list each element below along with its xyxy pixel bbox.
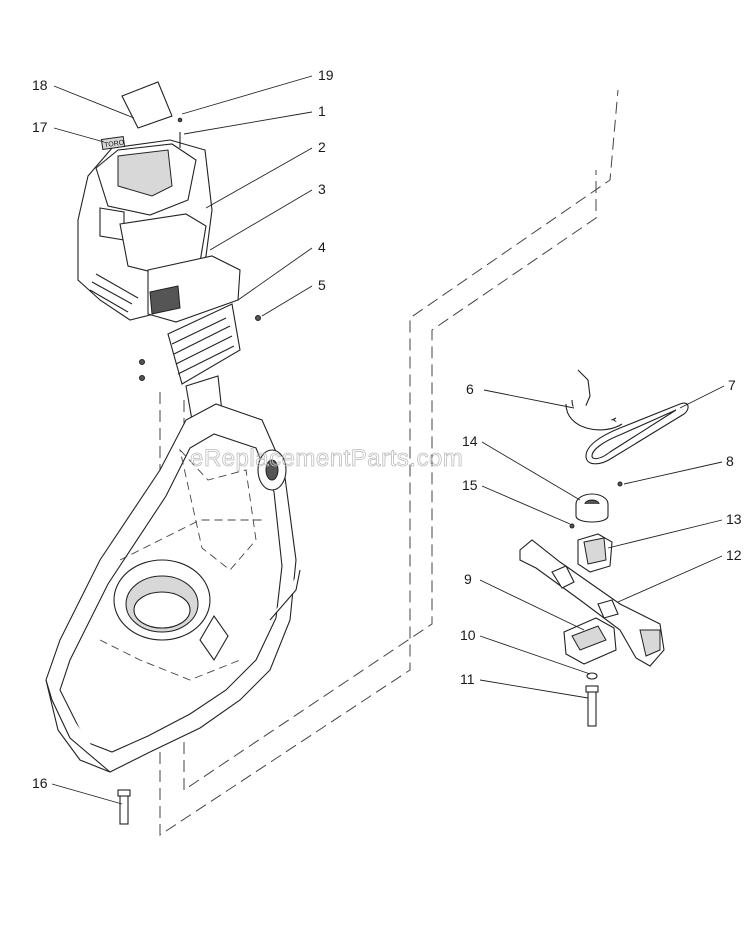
- callout-4: 4: [318, 239, 326, 255]
- callout-17: 17: [32, 119, 48, 135]
- callout-14: 14: [462, 433, 478, 449]
- callout-3: 3: [318, 181, 326, 197]
- engine-assembly: TORO: [77, 81, 261, 421]
- watermark-text: eReplacementParts.com: [190, 445, 463, 472]
- engine-logo-text: TORO: [104, 139, 125, 149]
- callout-13: 13: [726, 511, 742, 527]
- callout-leaders: [51, 75, 725, 805]
- callout-19: 19: [318, 67, 334, 83]
- callout-12: 12: [726, 547, 742, 563]
- callout-16: 16: [32, 775, 48, 791]
- callout-9: 9: [464, 571, 472, 587]
- callout-18: 18: [32, 77, 48, 93]
- callout-2: 2: [318, 139, 326, 155]
- callout-10: 10: [460, 627, 476, 643]
- bolt-16: [117, 789, 131, 825]
- callout-5: 5: [318, 277, 326, 293]
- callout-numbers: 18 19 17 1 2 3 4 5 6 7 14 8 15 13 12 9 1…: [32, 67, 742, 791]
- callout-1: 1: [318, 103, 326, 119]
- callout-15: 15: [462, 477, 478, 493]
- blade-drive-assembly: [519, 369, 689, 727]
- callout-11: 11: [460, 671, 475, 687]
- mower-deck: [45, 403, 301, 773]
- callout-8: 8: [726, 453, 734, 469]
- callout-7: 7: [728, 377, 736, 393]
- engine-fins: [89, 273, 139, 313]
- callout-6: 6: [466, 381, 474, 397]
